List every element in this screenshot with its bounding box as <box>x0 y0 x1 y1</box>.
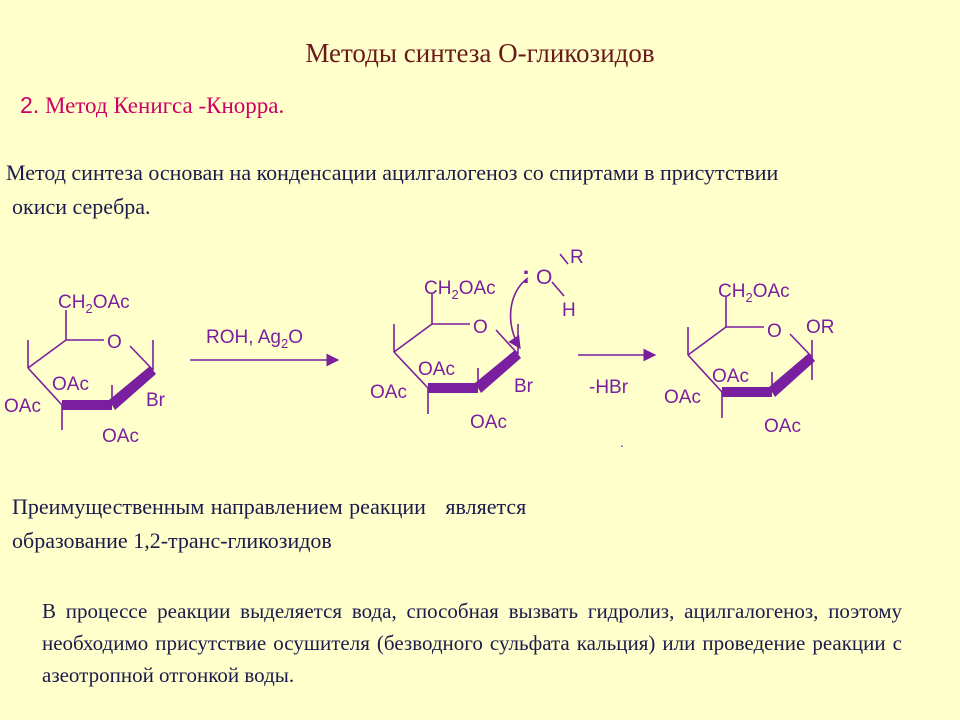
stray-dot: . <box>620 434 624 450</box>
oac-label-3a: OAc <box>712 366 749 387</box>
ring-oxygen-1: O <box>107 332 122 353</box>
preference-paragraph: Преимущественным направлением реакции яв… <box>12 490 672 558</box>
alcohol-oxygen: O <box>536 266 552 289</box>
reagent-label: ROH, Ag2O <box>206 327 303 351</box>
oac-label-1a: OAc <box>52 374 89 395</box>
subtitle-text: Метод Кенигса -Кнорра. <box>44 93 285 118</box>
intro-line-1: Метод синтеза основан на конденсации аци… <box>6 160 779 185</box>
ch2oac-label-3: CH2OAc <box>718 281 790 305</box>
oac-label-2a: OAc <box>418 359 455 380</box>
oac-label-2b: OAc <box>370 382 407 403</box>
oac-label-1c: OAc <box>102 426 139 447</box>
preference-line-2: образование 1,2-транс-гликозидов <box>12 528 332 553</box>
ch2oac-label-1: CH2OAc <box>58 292 130 316</box>
ring-oxygen-2: O <box>473 317 488 338</box>
lone-pair-colon: : <box>522 262 530 289</box>
molecule-intermediate: CH2OAc O OAc OAc OAc Br : O R H <box>370 247 584 433</box>
oac-label-3b: OAc <box>664 387 701 408</box>
intro-line-2: окиси серебра. <box>12 194 151 219</box>
ring-oxygen-3: O <box>767 321 782 342</box>
bromine-label-1: Br <box>146 390 166 411</box>
note-paragraph: В процессе реакции выделяется вода, спос… <box>42 599 902 687</box>
molecule-glycoside: CH2OAc O OR OAc OAc OAc <box>664 281 835 437</box>
elimination-label: -HBr <box>589 377 629 398</box>
oac-label-2c: OAc <box>470 412 507 433</box>
subtitle-number: 2. <box>20 92 40 118</box>
oac-label-3c: OAc <box>764 416 801 437</box>
or-label: OR <box>806 317 835 338</box>
bromine-label-2: Br <box>514 376 534 397</box>
reaction-scheme: CH2OAc O OAc OAc OAc Br ROH, Ag2O CH2OAc <box>4 247 835 450</box>
oac-label-1b: OAc <box>4 396 41 417</box>
page-title: Методы синтеза О-гликозидов <box>305 38 655 68</box>
alcohol-h: H <box>562 300 576 321</box>
ch2oac-label-2: CH2OAc <box>424 278 496 302</box>
alcohol-r: R <box>570 247 584 268</box>
molecule-acylbromide: CH2OAc O OAc OAc OAc Br <box>4 292 166 447</box>
intro-paragraph: Метод синтеза основан на конденсации аци… <box>6 156 956 224</box>
reaction-arrow-2: -HBr . <box>578 348 657 450</box>
reaction-arrow-1: ROH, Ag2O <box>190 327 340 367</box>
method-subtitle: 2. Метод Кенигса -Кнорра. <box>20 92 284 119</box>
preference-line-1: Преимущественным направлением реакции яв… <box>12 494 527 519</box>
